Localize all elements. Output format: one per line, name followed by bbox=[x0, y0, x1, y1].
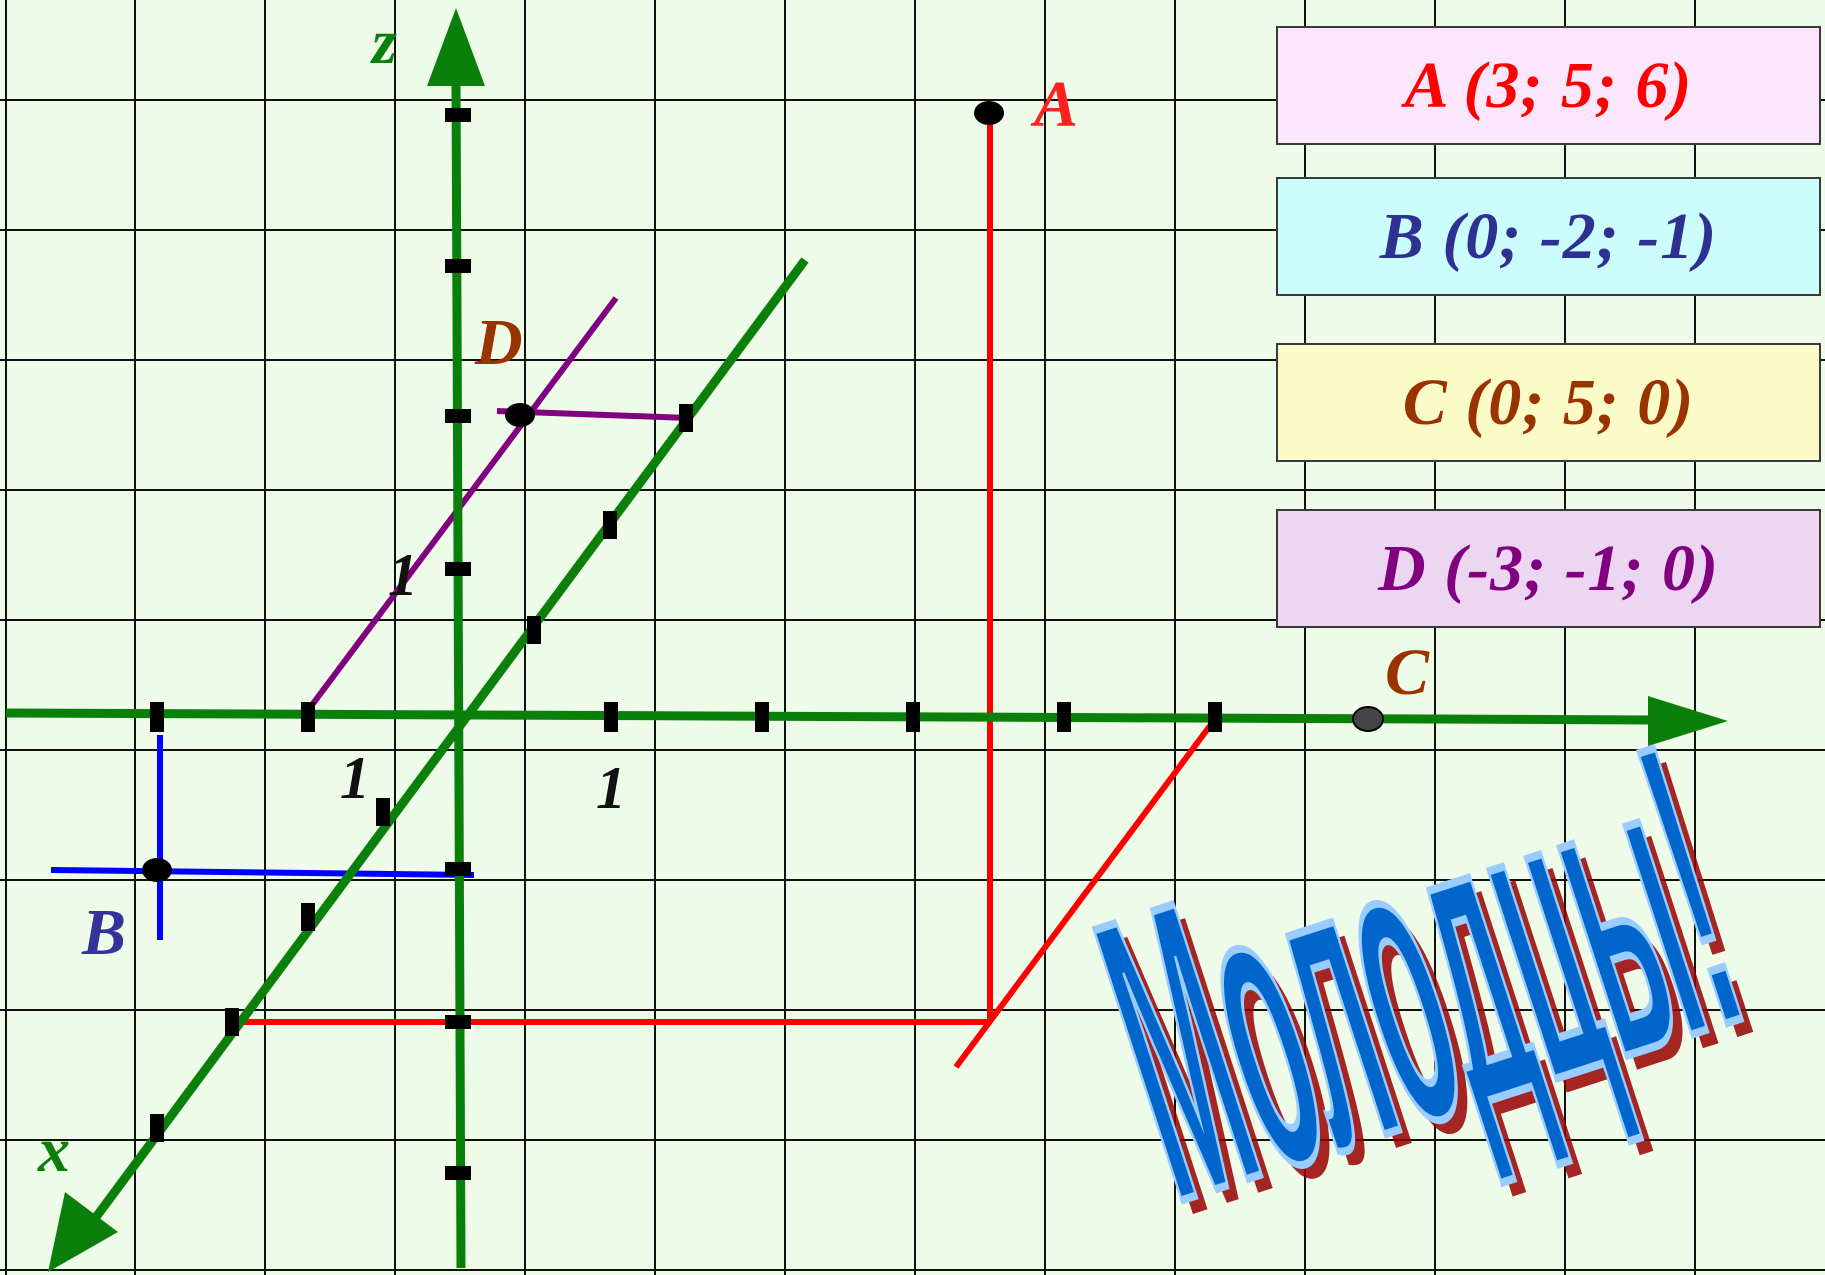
point-C bbox=[1352, 706, 1384, 732]
x-axis-tick bbox=[527, 616, 541, 644]
unit-label-x: 1 bbox=[340, 745, 370, 811]
z-axis-tick bbox=[445, 1166, 471, 1180]
unit-label-z: 1 bbox=[388, 542, 418, 608]
y-axis-tick bbox=[906, 702, 920, 732]
z-axis-tick bbox=[445, 1015, 471, 1029]
projection-A bbox=[232, 118, 1221, 1069]
x-axis-tick bbox=[150, 1114, 164, 1142]
z-axis-tick bbox=[445, 409, 471, 423]
x-axis-tick bbox=[225, 1008, 239, 1036]
z-axis-tick bbox=[445, 862, 471, 876]
x-axis-tick bbox=[679, 404, 693, 432]
z-axis-tick bbox=[445, 562, 471, 576]
z-axis-tick bbox=[445, 259, 471, 273]
coordinate-text-A: A (3; 5; 6) bbox=[1404, 48, 1693, 122]
axis-ticks bbox=[150, 108, 1222, 1180]
z-axis-tick bbox=[445, 108, 471, 122]
point-D bbox=[505, 403, 535, 427]
y-axis-tick bbox=[301, 702, 315, 732]
point-C-label: C bbox=[1385, 636, 1430, 709]
unit-label-y: 1 bbox=[596, 755, 626, 821]
y-axis-tick bbox=[150, 702, 164, 732]
axis-z-label: z bbox=[372, 6, 397, 77]
point-A-label: A bbox=[1034, 68, 1079, 141]
axis-y bbox=[5, 696, 1728, 746]
y-axis-tick bbox=[604, 702, 618, 732]
y-axis-tick bbox=[1208, 702, 1222, 732]
coordinate-text-C: C (0; 5; 0) bbox=[1402, 365, 1695, 439]
x-axis-tick bbox=[376, 798, 390, 826]
point-B bbox=[142, 858, 172, 882]
coordinate-box-C: C (0; 5; 0) bbox=[1276, 343, 1821, 462]
coordinate-box-A: A (3; 5; 6) bbox=[1276, 26, 1821, 145]
coordinate-text-D: D (-3; -1; 0) bbox=[1377, 531, 1720, 605]
x-axis-tick bbox=[603, 511, 617, 539]
y-axis-tick bbox=[755, 702, 769, 732]
point-A bbox=[974, 101, 1004, 125]
point-D-label: D bbox=[475, 306, 523, 379]
axis-x-label: x bbox=[38, 1114, 70, 1185]
coordinate-text-B: B (0; -2; -1) bbox=[1379, 199, 1718, 273]
axis-z bbox=[427, 8, 485, 1269]
x-axis-tick bbox=[301, 903, 315, 931]
y-axis-tick bbox=[1057, 702, 1071, 732]
coordinate-box-D: D (-3; -1; 0) bbox=[1276, 509, 1821, 628]
projection-B bbox=[50, 735, 475, 940]
coordinate-box-B: B (0; -2; -1) bbox=[1276, 177, 1821, 296]
point-B-label: B bbox=[82, 896, 127, 969]
